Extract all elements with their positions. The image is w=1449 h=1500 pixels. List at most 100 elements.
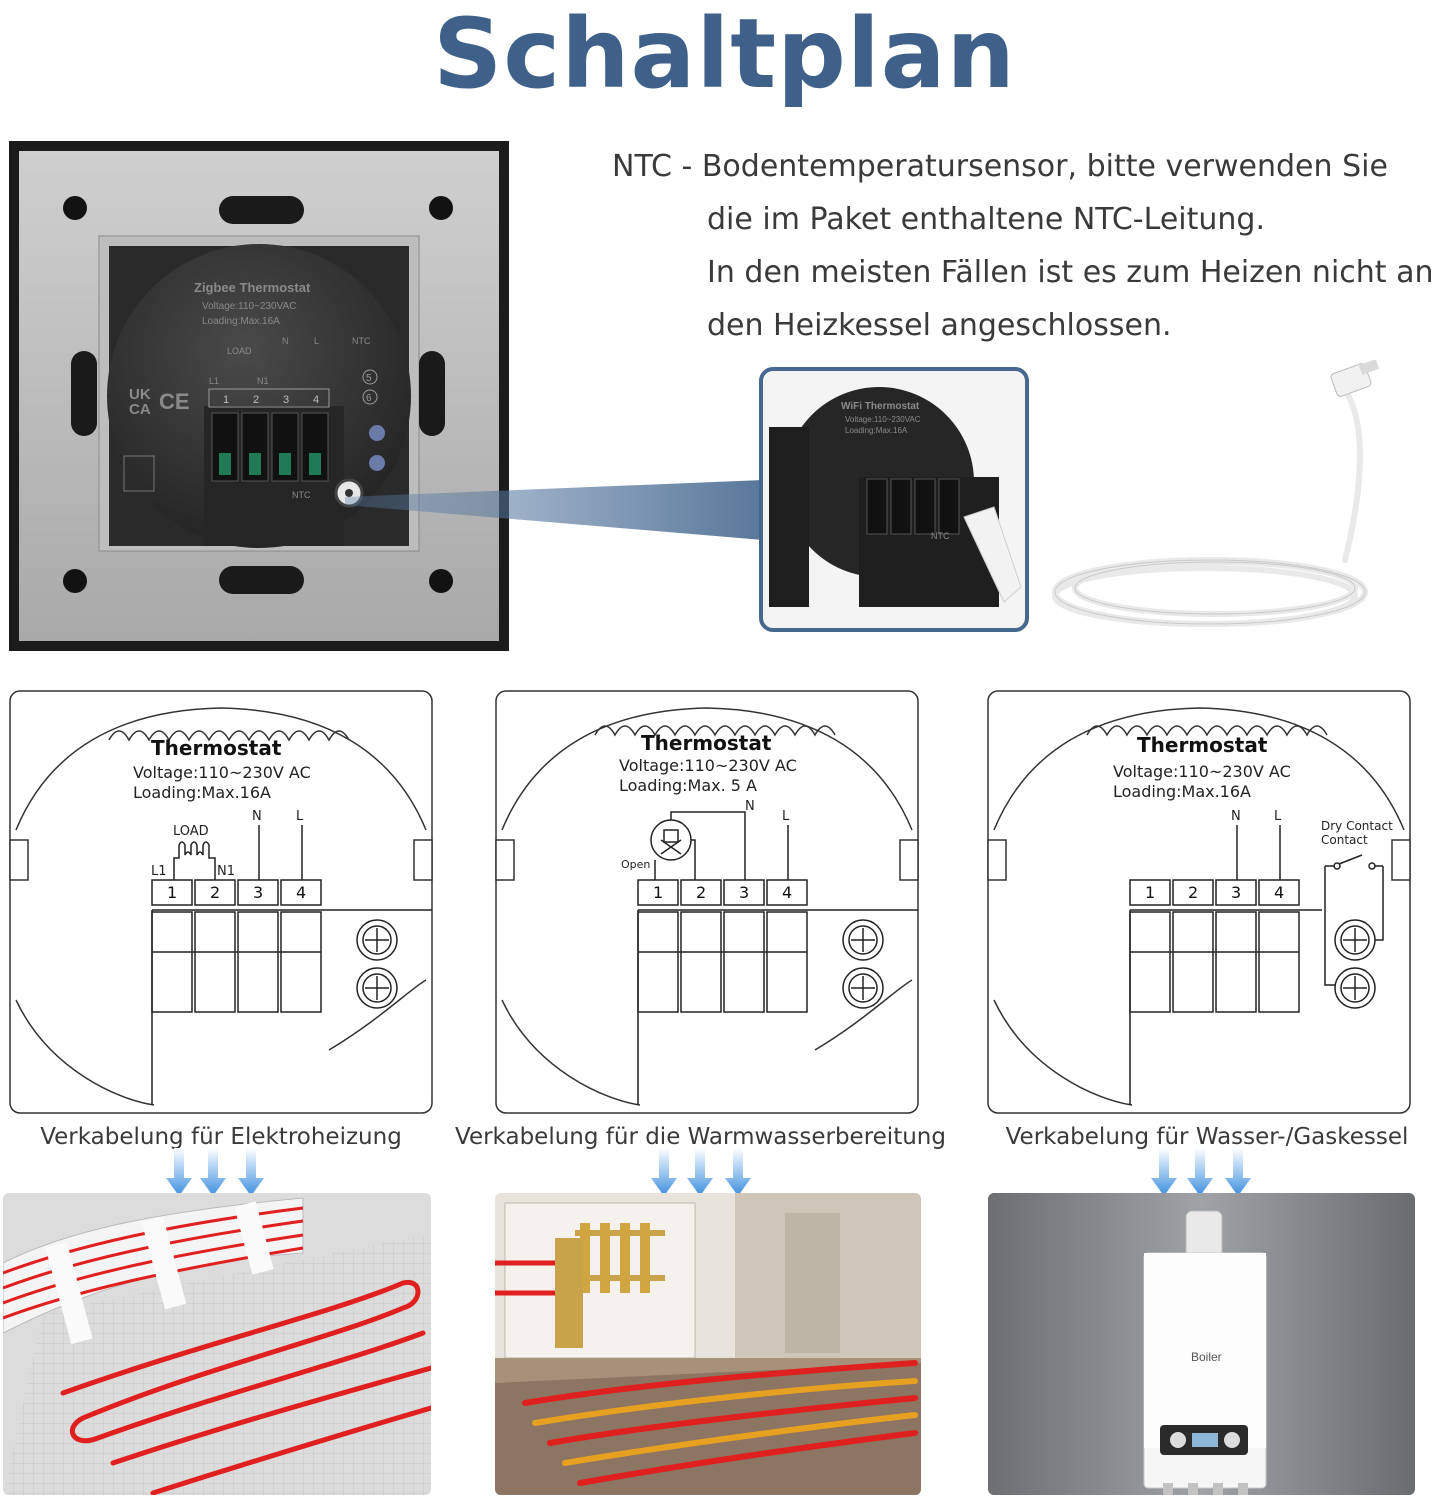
diagram2-n: N bbox=[745, 799, 755, 814]
screw-5 bbox=[369, 425, 385, 441]
arrows-boiler bbox=[1151, 1148, 1251, 1196]
diagram3-screw-terminals bbox=[1334, 919, 1376, 1009]
diagram3-n: N bbox=[1231, 809, 1241, 824]
weee-icon bbox=[123, 455, 155, 492]
device-label-load: LOAD bbox=[227, 346, 252, 356]
device-label-loading: Loading:Max.16A bbox=[202, 316, 280, 327]
ce-mark: CE bbox=[159, 389, 190, 414]
ntc-cable-photo bbox=[1052, 360, 1380, 627]
wiring-diagram-hot-water: Thermostat Voltage:110~230V AC Loading:M… bbox=[495, 690, 919, 1114]
diagram2-terminal-4: 4 bbox=[782, 883, 792, 902]
device-label-title: Zigbee Thermostat bbox=[194, 280, 311, 295]
diagram1-terminal-1: 1 bbox=[167, 883, 177, 902]
diagram2-l: L bbox=[782, 809, 790, 824]
device-label-voltage: Voltage:110~230VAC bbox=[202, 301, 296, 312]
uk-mark: UK bbox=[129, 386, 151, 403]
heating-mat-photo bbox=[3, 1193, 431, 1495]
device-label-ntc-port: NTC bbox=[292, 490, 311, 500]
diagram1-title: Thermostat bbox=[151, 736, 282, 760]
diagram2-valve-motor-icon bbox=[650, 811, 746, 880]
device-label-l1: L1 bbox=[209, 376, 219, 386]
diagram3-title: Thermostat bbox=[1137, 733, 1268, 757]
arrows-hot-water bbox=[651, 1148, 751, 1196]
diagram3-loading: Loading:Max.16A bbox=[1113, 782, 1251, 801]
caption-electric: Verkabelung für Elektroheizung bbox=[40, 1124, 402, 1150]
diagram1-load: LOAD bbox=[173, 824, 209, 839]
page-title: Schaltplan bbox=[433, 0, 1016, 110]
device-terminal-4: 4 bbox=[313, 394, 319, 406]
diagram2-voltage: Voltage:110~230V AC bbox=[619, 756, 797, 775]
arrow-down-icon bbox=[725, 1148, 751, 1196]
arrow-down-icon bbox=[238, 1148, 264, 1196]
diagram1-terminal-2: 2 bbox=[210, 883, 220, 902]
diagram1-load-coil-icon bbox=[173, 841, 216, 880]
ca-mark: CA bbox=[129, 401, 151, 418]
device-label-n: N bbox=[282, 336, 289, 346]
device-terminal-blocks bbox=[211, 412, 329, 482]
diagram1-n: N bbox=[252, 809, 262, 824]
diagram2-screw-terminals bbox=[842, 919, 884, 1009]
diagram3-dry-contact-switch-icon bbox=[1324, 854, 1384, 986]
caption-boiler: Verkabelung für Wasser-/Gaskessel bbox=[1005, 1124, 1409, 1150]
arrows-electric bbox=[166, 1148, 264, 1196]
ntc-callout-beam bbox=[345, 480, 763, 540]
diagram3-l: L bbox=[1274, 809, 1282, 824]
inset-label-voltage: Voltage:110~230VAC bbox=[845, 415, 921, 424]
caption-hot-water: Verkabelung für die Warmwasserbereitung bbox=[455, 1124, 946, 1150]
device-terminal-2: 2 bbox=[253, 394, 259, 406]
diagram3-dry-contact: Dry Contact bbox=[1321, 819, 1393, 833]
boiler-label: Boiler bbox=[1191, 1350, 1222, 1364]
diagram3-voltage: Voltage:110~230V AC bbox=[1113, 762, 1291, 781]
device-terminal-labels: 1 2 3 4 bbox=[208, 388, 330, 408]
device-label-n1: N1 bbox=[257, 376, 269, 386]
diagram1-terminal-3: 3 bbox=[253, 883, 263, 902]
floor-heating-manifold-photo bbox=[495, 1193, 921, 1495]
diagram1-screw-terminals bbox=[356, 919, 398, 1009]
ntc-description: NTC - Bodentemperatursensor, bitte verwe… bbox=[612, 140, 1447, 352]
diagram3-terminal-2: 2 bbox=[1188, 883, 1198, 902]
inset-label-loading: Loading:Max.16A bbox=[845, 426, 908, 435]
ntc-line-1: NTC - Bodentemperatursensor, bitte verwe… bbox=[612, 149, 1388, 184]
diagram2-loading: Loading:Max. 5 A bbox=[619, 776, 757, 795]
diagram1-n1: N1 bbox=[217, 864, 235, 879]
ntc-plug-icon bbox=[963, 506, 1022, 603]
diagram3-contact: Contact bbox=[1321, 833, 1368, 847]
device-terminal-1: 1 bbox=[223, 394, 229, 406]
arrow-down-icon bbox=[651, 1148, 677, 1196]
arrow-down-icon bbox=[1225, 1148, 1251, 1196]
arrow-down-icon bbox=[1187, 1148, 1213, 1196]
diagram3-terminal-4: 4 bbox=[1274, 883, 1284, 902]
diagram3-terminal-1: 1 bbox=[1145, 883, 1155, 902]
ntc-line-4: den Heizkessel angeschlossen. bbox=[707, 308, 1172, 343]
diagram2-terminal-3: 3 bbox=[739, 883, 749, 902]
device-label-l: L bbox=[314, 336, 319, 346]
ntc-line-2: die im Paket enthaltene NTC-Leitung. bbox=[707, 202, 1265, 237]
diagram2-terminal-2: 2 bbox=[696, 883, 706, 902]
device-terminal-3: 3 bbox=[283, 394, 289, 406]
thermostat-back-photo: Zigbee Thermostat Voltage:110~230VAC Loa… bbox=[9, 141, 509, 651]
diagram1-terminal-4: 4 bbox=[296, 883, 306, 902]
arrow-down-icon bbox=[1151, 1148, 1177, 1196]
diagram2-open: Open bbox=[621, 858, 650, 871]
gas-boiler-photo: Boiler bbox=[988, 1193, 1415, 1495]
arrow-down-icon bbox=[166, 1148, 192, 1196]
diagram1-voltage: Voltage:110~230V AC bbox=[133, 763, 311, 782]
device-label-ntc: NTC bbox=[352, 336, 371, 346]
diagram1-l: L bbox=[296, 809, 304, 824]
diagram1-loading: Loading:Max.16A bbox=[133, 783, 271, 802]
diagram3-terminal-3: 3 bbox=[1231, 883, 1241, 902]
arrow-down-icon bbox=[200, 1148, 226, 1196]
wiring-diagram-electric: Thermostat Voltage:110~230V AC Loading:M… bbox=[9, 690, 433, 1114]
inset-label-title: WiFi Thermostat bbox=[841, 401, 920, 412]
diagram2-title: Thermostat bbox=[641, 731, 772, 755]
wifi-thermostat-inset-photo: WiFi Thermostat Voltage:110~230VAC Loadi… bbox=[759, 367, 1029, 632]
arrow-down-icon bbox=[687, 1148, 713, 1196]
device-terminal-5: 5 bbox=[366, 373, 372, 384]
inset-label-ntc: NTC bbox=[931, 531, 950, 541]
diagram1-l1: L1 bbox=[151, 864, 167, 879]
ntc-line-3: In den meisten Fällen ist es zum Heizen … bbox=[707, 255, 1434, 290]
screw-6 bbox=[369, 455, 385, 471]
diagram2-terminal-1: 1 bbox=[653, 883, 663, 902]
wiring-diagram-boiler: Thermostat Voltage:110~230V AC Loading:M… bbox=[987, 690, 1411, 1114]
device-terminal-6: 6 bbox=[366, 393, 372, 404]
